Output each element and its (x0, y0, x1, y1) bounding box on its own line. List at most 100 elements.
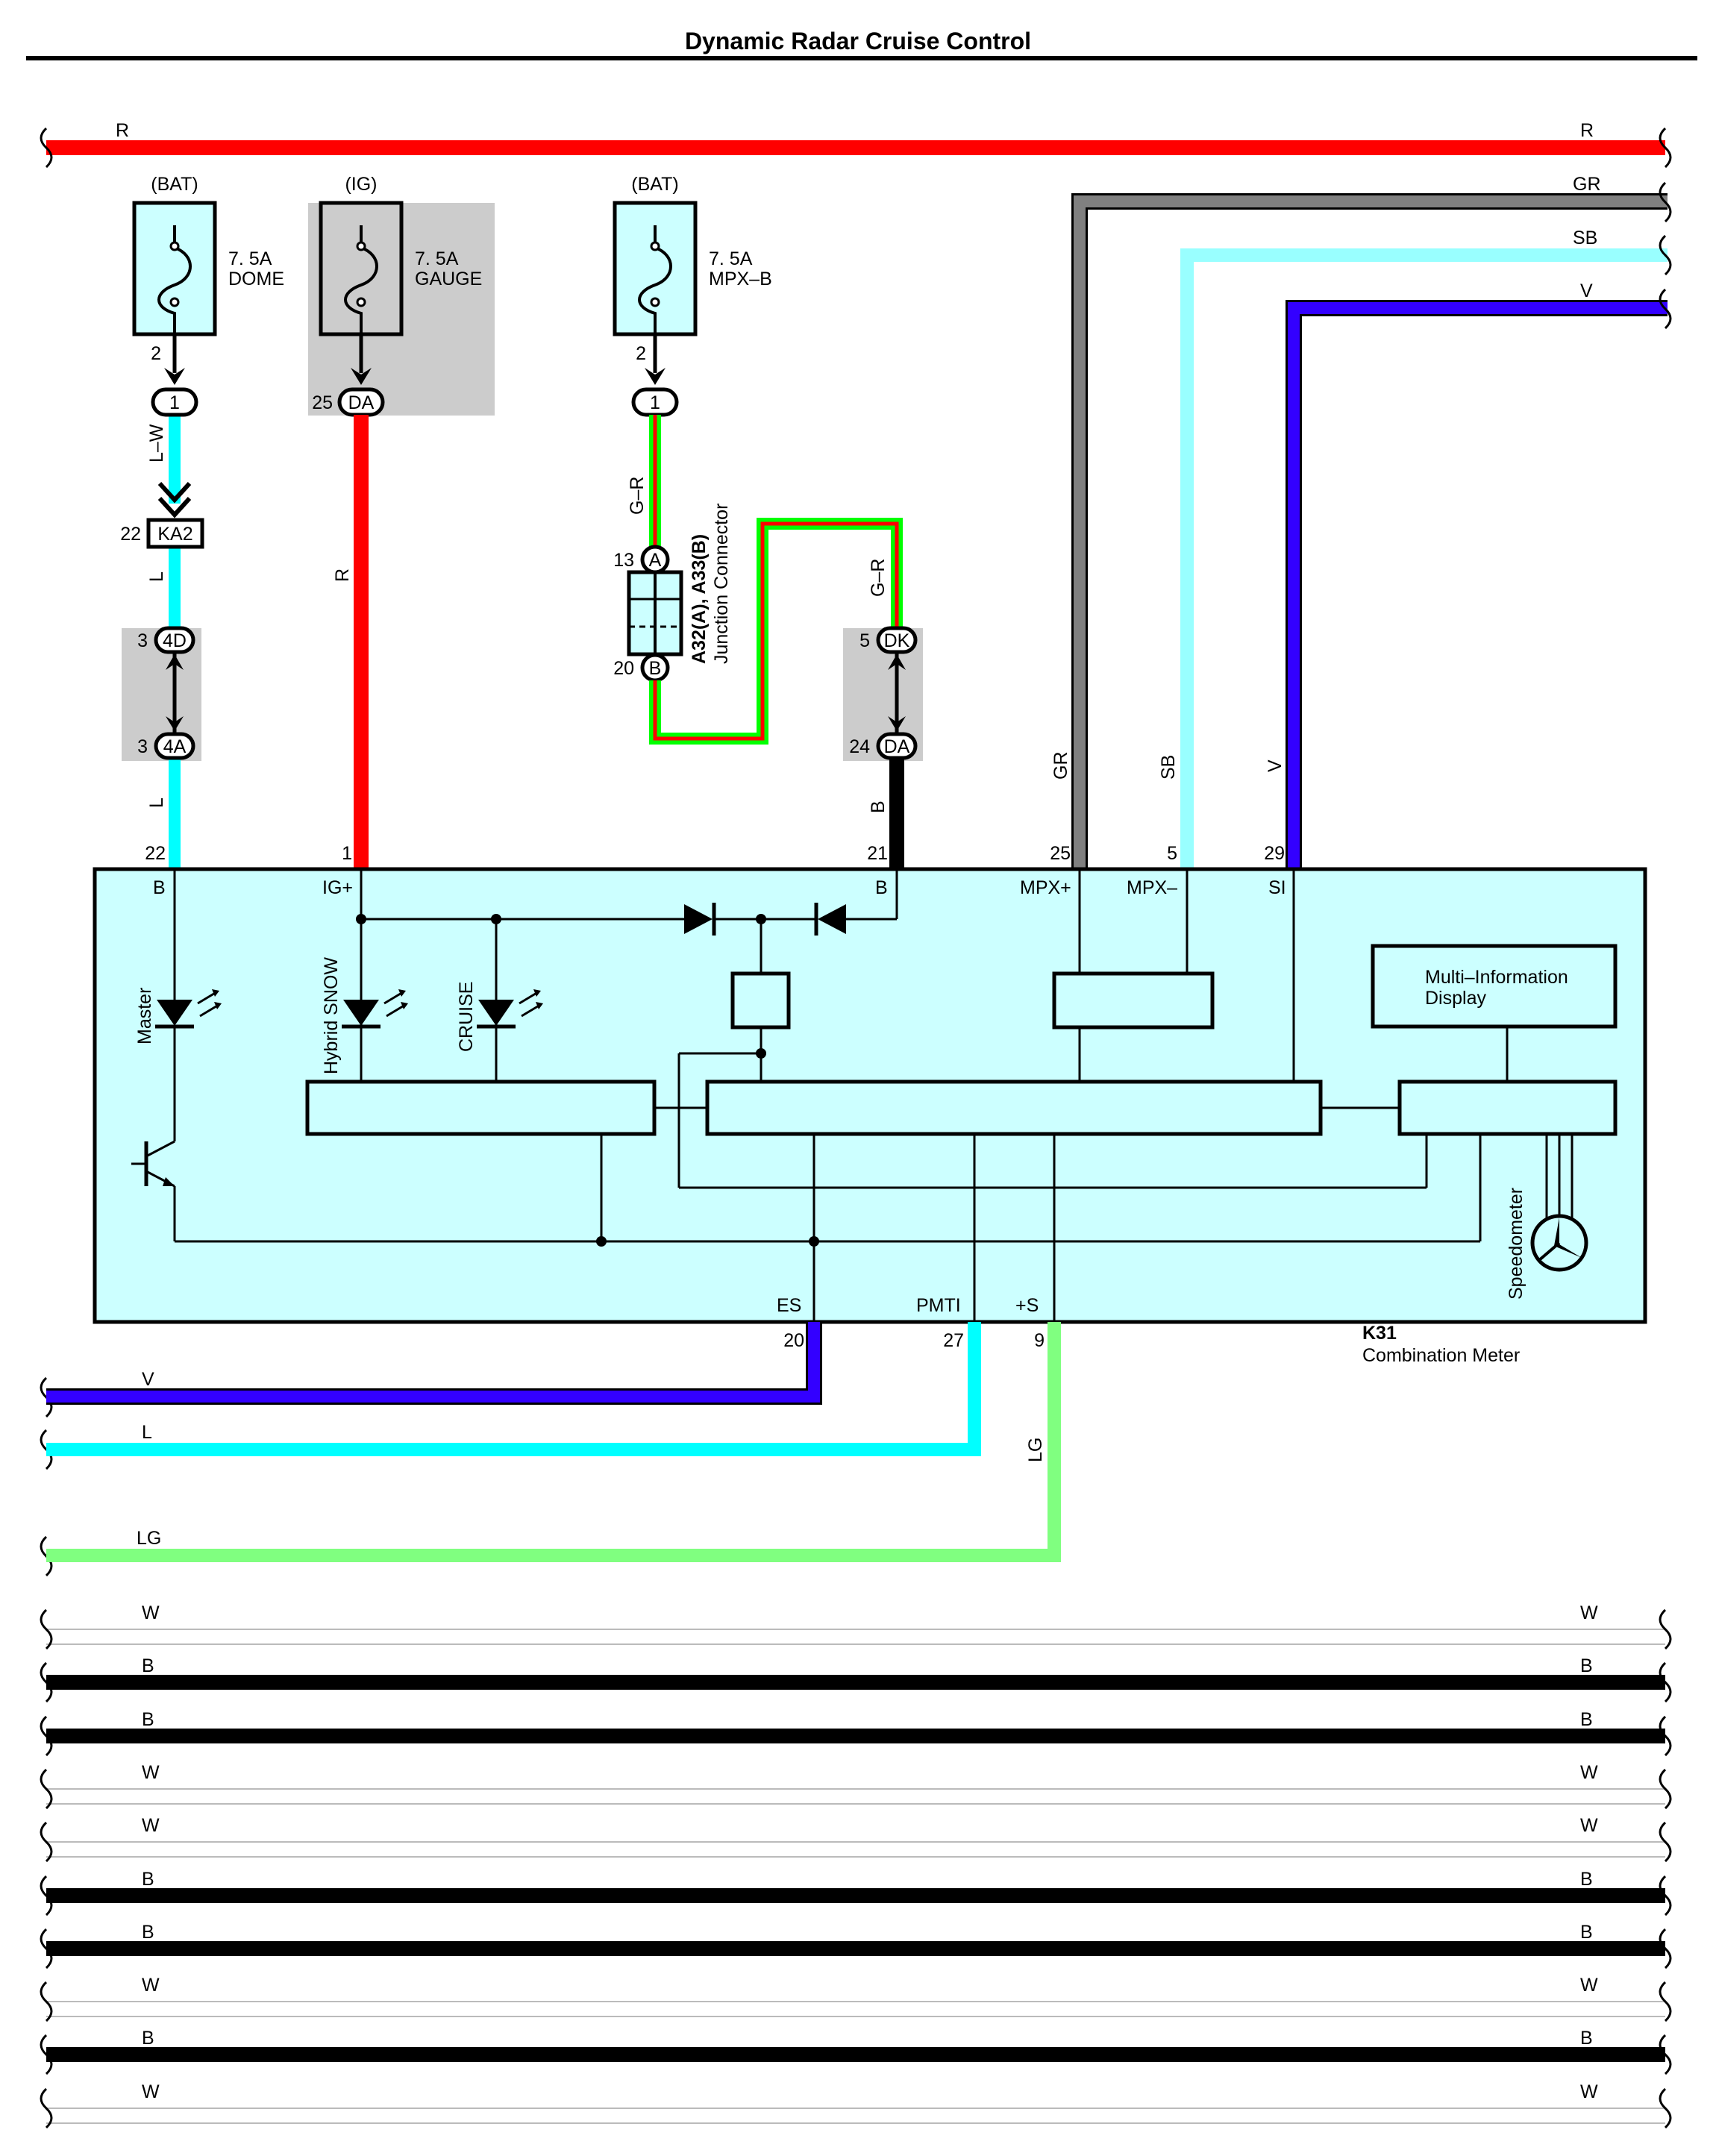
connector-4d-pin: 3 (137, 630, 148, 651)
bottom-wire-label-v: V (142, 1369, 154, 1390)
bus-wire-label-left: W (142, 1815, 160, 1836)
combination-meter (93, 867, 1647, 1324)
led-master-label: Master (134, 988, 155, 1044)
fuse-gauge (319, 201, 404, 336)
connector-dk-pin: 5 (859, 630, 870, 651)
bus-wire-label-left: B (142, 1709, 154, 1730)
fuse-mpxb-pin: 2 (636, 343, 646, 364)
bus-wire-label-left: W (142, 1975, 160, 1996)
connector-dome-1 (151, 387, 198, 417)
meter-pin-mpxm-num: 5 (1167, 843, 1177, 864)
connector-ja-label: A (649, 550, 662, 571)
bus-wire-label-right: B (1580, 1869, 1593, 1890)
wire-label-v-down: V (1265, 759, 1286, 772)
meter-pin-s-num: 9 (1034, 1330, 1045, 1351)
wire-g-r-loop (649, 518, 903, 745)
meter-pin-si-num: 29 (1264, 843, 1285, 864)
break-mark (1659, 2034, 1672, 2075)
meter-pin-es-num: 20 (783, 1330, 804, 1351)
break-mark (40, 2034, 53, 2075)
led-cruise-label: CRUISE (456, 982, 477, 1052)
connector-gauge-da-pin: 25 (312, 392, 333, 413)
meter-pin-s-label: +S (1015, 1295, 1039, 1316)
bus-wire-label-left: B (142, 2028, 154, 2049)
fuse-dome-rating: 7. 5A (228, 248, 272, 269)
fuse-gauge-name: GAUGE (415, 269, 482, 289)
bus-wire-label-left: W (142, 2081, 160, 2102)
meter-pin-mpxp-num: 25 (1050, 843, 1071, 864)
led-snow-label: Hybrid SNOW (321, 957, 342, 1074)
fuse-gauge-rating: 7. 5A (415, 248, 459, 269)
meter-pin-b2-label: B (875, 877, 888, 898)
bus-wire-label-right: W (1580, 1762, 1598, 1783)
bus-wire-label-left: W (142, 1602, 160, 1623)
meter-pin-ig-num: 1 (342, 843, 352, 864)
wire-label-lw: L–W (146, 424, 167, 463)
connector-4d (154, 626, 195, 654)
meter-name: Combination Meter (1362, 1345, 1520, 1366)
connector-ja-pin: 13 (613, 550, 634, 571)
connector-ka2-pin: 22 (120, 524, 141, 545)
speedometer-icon (1530, 1214, 1588, 1272)
wire-label-v-right: V (1580, 281, 1593, 301)
bus-wire-label-left: B (142, 1922, 154, 1943)
connector-4d-label: 4D (163, 630, 187, 651)
wire-v-es (46, 1322, 822, 1405)
led-snow-icon (342, 989, 408, 1029)
wire-label-gr-down: GR (1050, 752, 1071, 780)
meter-pin-ig-label: IG+ (322, 877, 353, 898)
fuse-mpxb (613, 201, 698, 336)
break-mark (40, 1715, 53, 1757)
speedometer-label: Speedometer (1506, 1188, 1526, 1300)
fuse-mpxb-name: MPX–B (709, 269, 772, 289)
meter-pin-b-label: B (153, 877, 166, 898)
arrow-mpxb (645, 368, 666, 385)
wire-label-r-left: R (116, 120, 129, 141)
junction-connector-code: A32(A), A33(B) (689, 534, 710, 664)
junction-connector-body (627, 570, 683, 656)
bus-wire-label-left: W (142, 1762, 160, 1783)
wire-label-r: R (332, 568, 353, 582)
connector-da-pin: 24 (849, 736, 870, 757)
break-mark (1659, 1715, 1672, 1757)
fuse-dome-source: (BAT) (151, 174, 198, 195)
wire-label-r-right: R (1580, 120, 1594, 141)
break-mark (1659, 1821, 1672, 1863)
break-mark (40, 1821, 53, 1863)
transistor-emitter-arrow (163, 1177, 175, 1186)
meter-pin-es-label: ES (777, 1295, 801, 1316)
bus-wire-label-right: B (1580, 1709, 1593, 1730)
wire-l-pmti (46, 1322, 981, 1456)
break-mark (1659, 1875, 1672, 1917)
connector-jb-pin: 20 (613, 658, 634, 679)
wire-lg-s (46, 1322, 1061, 1562)
fuse-dome-name: DOME (228, 269, 284, 289)
junction-connector-name: Junction Connector (711, 504, 732, 664)
wire-label-l1: L (146, 571, 167, 582)
fuse-mpxb-source: (BAT) (631, 174, 678, 195)
meter-pin-pmti-label: PMTI (916, 1295, 961, 1316)
bus-wire-label-left: B (142, 1869, 154, 1890)
fuse-dome (132, 201, 217, 336)
bottom-wire-label-l: L (142, 1422, 152, 1443)
wire-label-l2: L (146, 797, 167, 808)
break-mark (1659, 1981, 1672, 2022)
break-mark (1659, 2087, 1672, 2129)
wire-label-b: B (868, 800, 889, 813)
meter-pin-mpxm-label: MPX– (1127, 877, 1177, 898)
bus-wire-label-right: B (1580, 1655, 1593, 1676)
display-label-line1: Multi–Information (1425, 967, 1568, 988)
wire-label-gr-right: GR (1573, 174, 1601, 195)
break-mark (40, 1608, 53, 1650)
break-mark (40, 1768, 53, 1810)
diagram-title: Dynamic Radar Cruise Control (685, 28, 1031, 54)
arrow-4d (166, 654, 184, 670)
break-mark (40, 2087, 53, 2129)
meter-pin-pmti-num: 27 (943, 1330, 964, 1351)
led-cruise-icon (477, 989, 543, 1029)
meter-pin-b-num: 22 (145, 843, 166, 864)
break-mark (40, 1661, 53, 1703)
chevron-ka2-icon (157, 481, 192, 518)
